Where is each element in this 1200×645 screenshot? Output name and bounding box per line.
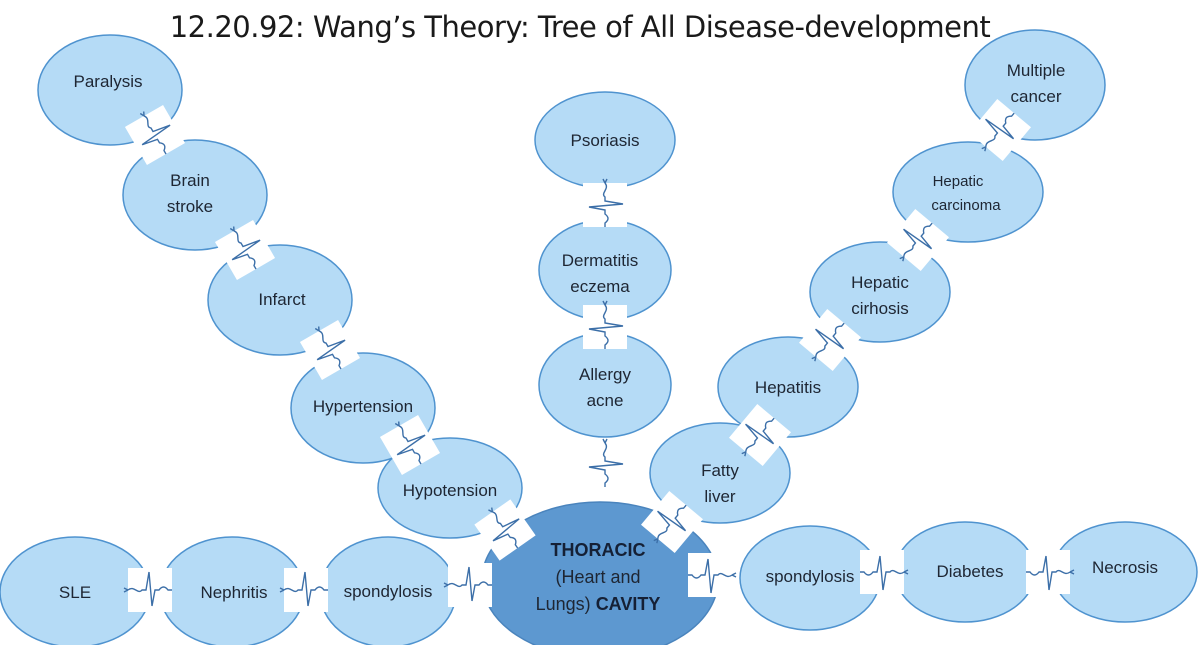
label-lungs: Lungs) — [536, 594, 596, 614]
ecg-connector-icon — [582, 438, 628, 488]
label-fatty-liver-1: Fatty — [701, 461, 739, 480]
ecg-connector-icon — [443, 562, 493, 608]
label-sle: SLE — [59, 583, 91, 602]
label-lungs-cavity: Lungs) CAVITY — [536, 594, 661, 614]
label-brain-stroke-1: Brain — [170, 171, 210, 190]
node-hepatic-carcinoma — [892, 141, 1044, 243]
label-heart-and: (Heart and — [555, 567, 640, 587]
label-allergy-2: acne — [587, 391, 624, 410]
label-hepatic-carcinoma-2: carcinoma — [931, 197, 1001, 214]
label-psoriasis: Psoriasis — [571, 131, 640, 150]
ecg-connector-icon — [582, 178, 628, 228]
label-hypertension: Hypertension — [313, 397, 413, 416]
label-hepatic-carcinoma-1: Hepatic — [933, 173, 984, 190]
label-multiple-cancer-2: cancer — [1010, 87, 1061, 106]
label-spondylosis-left: spondylosis — [344, 582, 433, 601]
label-brain-stroke-2: stroke — [167, 197, 213, 216]
label-hepatic-cirhosis-1: Hepatic — [851, 273, 909, 292]
label-fatty-liver-2: liver — [704, 487, 736, 506]
label-spondylosis-right: spondylosis — [766, 567, 855, 586]
label-dermatitis-1: Dermatitis — [562, 251, 639, 270]
ecg-connector-icon — [859, 549, 909, 595]
ecg-connector-icon — [582, 300, 628, 350]
node-brain-stroke — [122, 139, 268, 251]
label-hepatic-cirhosis-2: cirhosis — [851, 299, 909, 318]
label-cavity: CAVITY — [596, 594, 661, 614]
label-multiple-cancer-1: Multiple — [1007, 61, 1066, 80]
label-necrosis: Necrosis — [1092, 558, 1158, 577]
ecg-connector-icon — [279, 567, 329, 613]
ecg-connector-icon — [1025, 549, 1075, 595]
diagram-title: 12.20.92: Wang’s Theory: Tree of All Dis… — [169, 10, 991, 44]
label-paralysis: Paralysis — [74, 72, 143, 91]
label-nephritis: Nephritis — [200, 583, 267, 602]
label-allergy-1: Allergy — [579, 365, 631, 384]
ecg-connector-icon — [687, 552, 737, 598]
node-hepatic-cirhosis — [809, 241, 951, 343]
label-hypotension: Hypotension — [403, 481, 498, 500]
label-dermatitis-2: eczema — [570, 277, 630, 296]
label-thoracic: THORACIC — [551, 540, 646, 560]
ecg-connector-icon — [123, 567, 173, 613]
label-infarct: Infarct — [258, 290, 306, 309]
label-diabetes: Diabetes — [936, 562, 1003, 581]
label-hepatitis: Hepatitis — [755, 378, 821, 397]
